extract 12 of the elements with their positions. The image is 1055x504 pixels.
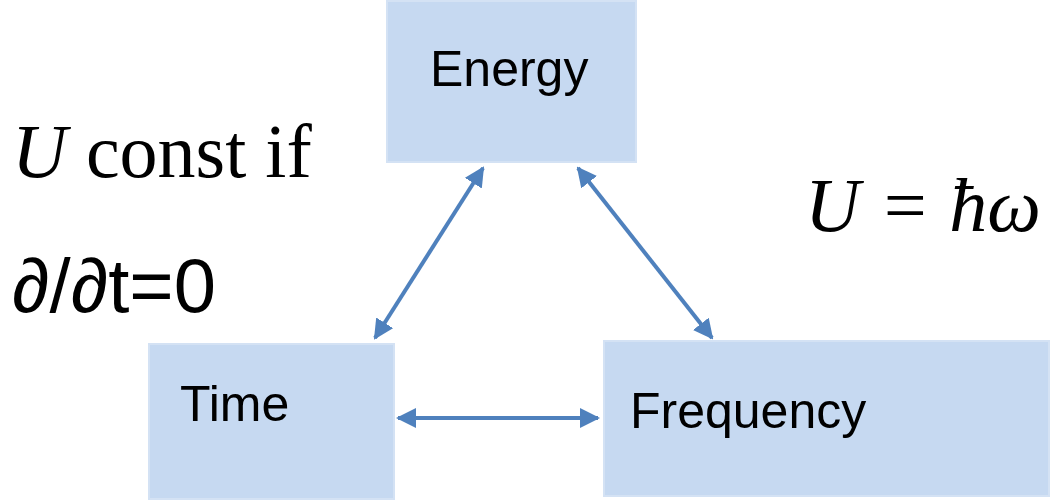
node-label: Time: [180, 375, 290, 433]
equation: U = ħω: [805, 162, 1041, 249]
double-arrow: [396, 408, 600, 428]
process-box: [148, 343, 395, 500]
node-label: Frequency: [630, 382, 867, 440]
condition-note: U const if: [12, 108, 312, 195]
double-arrow: [576, 166, 714, 340]
process-box: [386, 0, 637, 163]
process-box: [603, 340, 1050, 497]
node-label: Energy: [430, 40, 589, 98]
equation: ∂/∂t=0: [12, 242, 216, 329]
double-arrow: [373, 166, 485, 340]
